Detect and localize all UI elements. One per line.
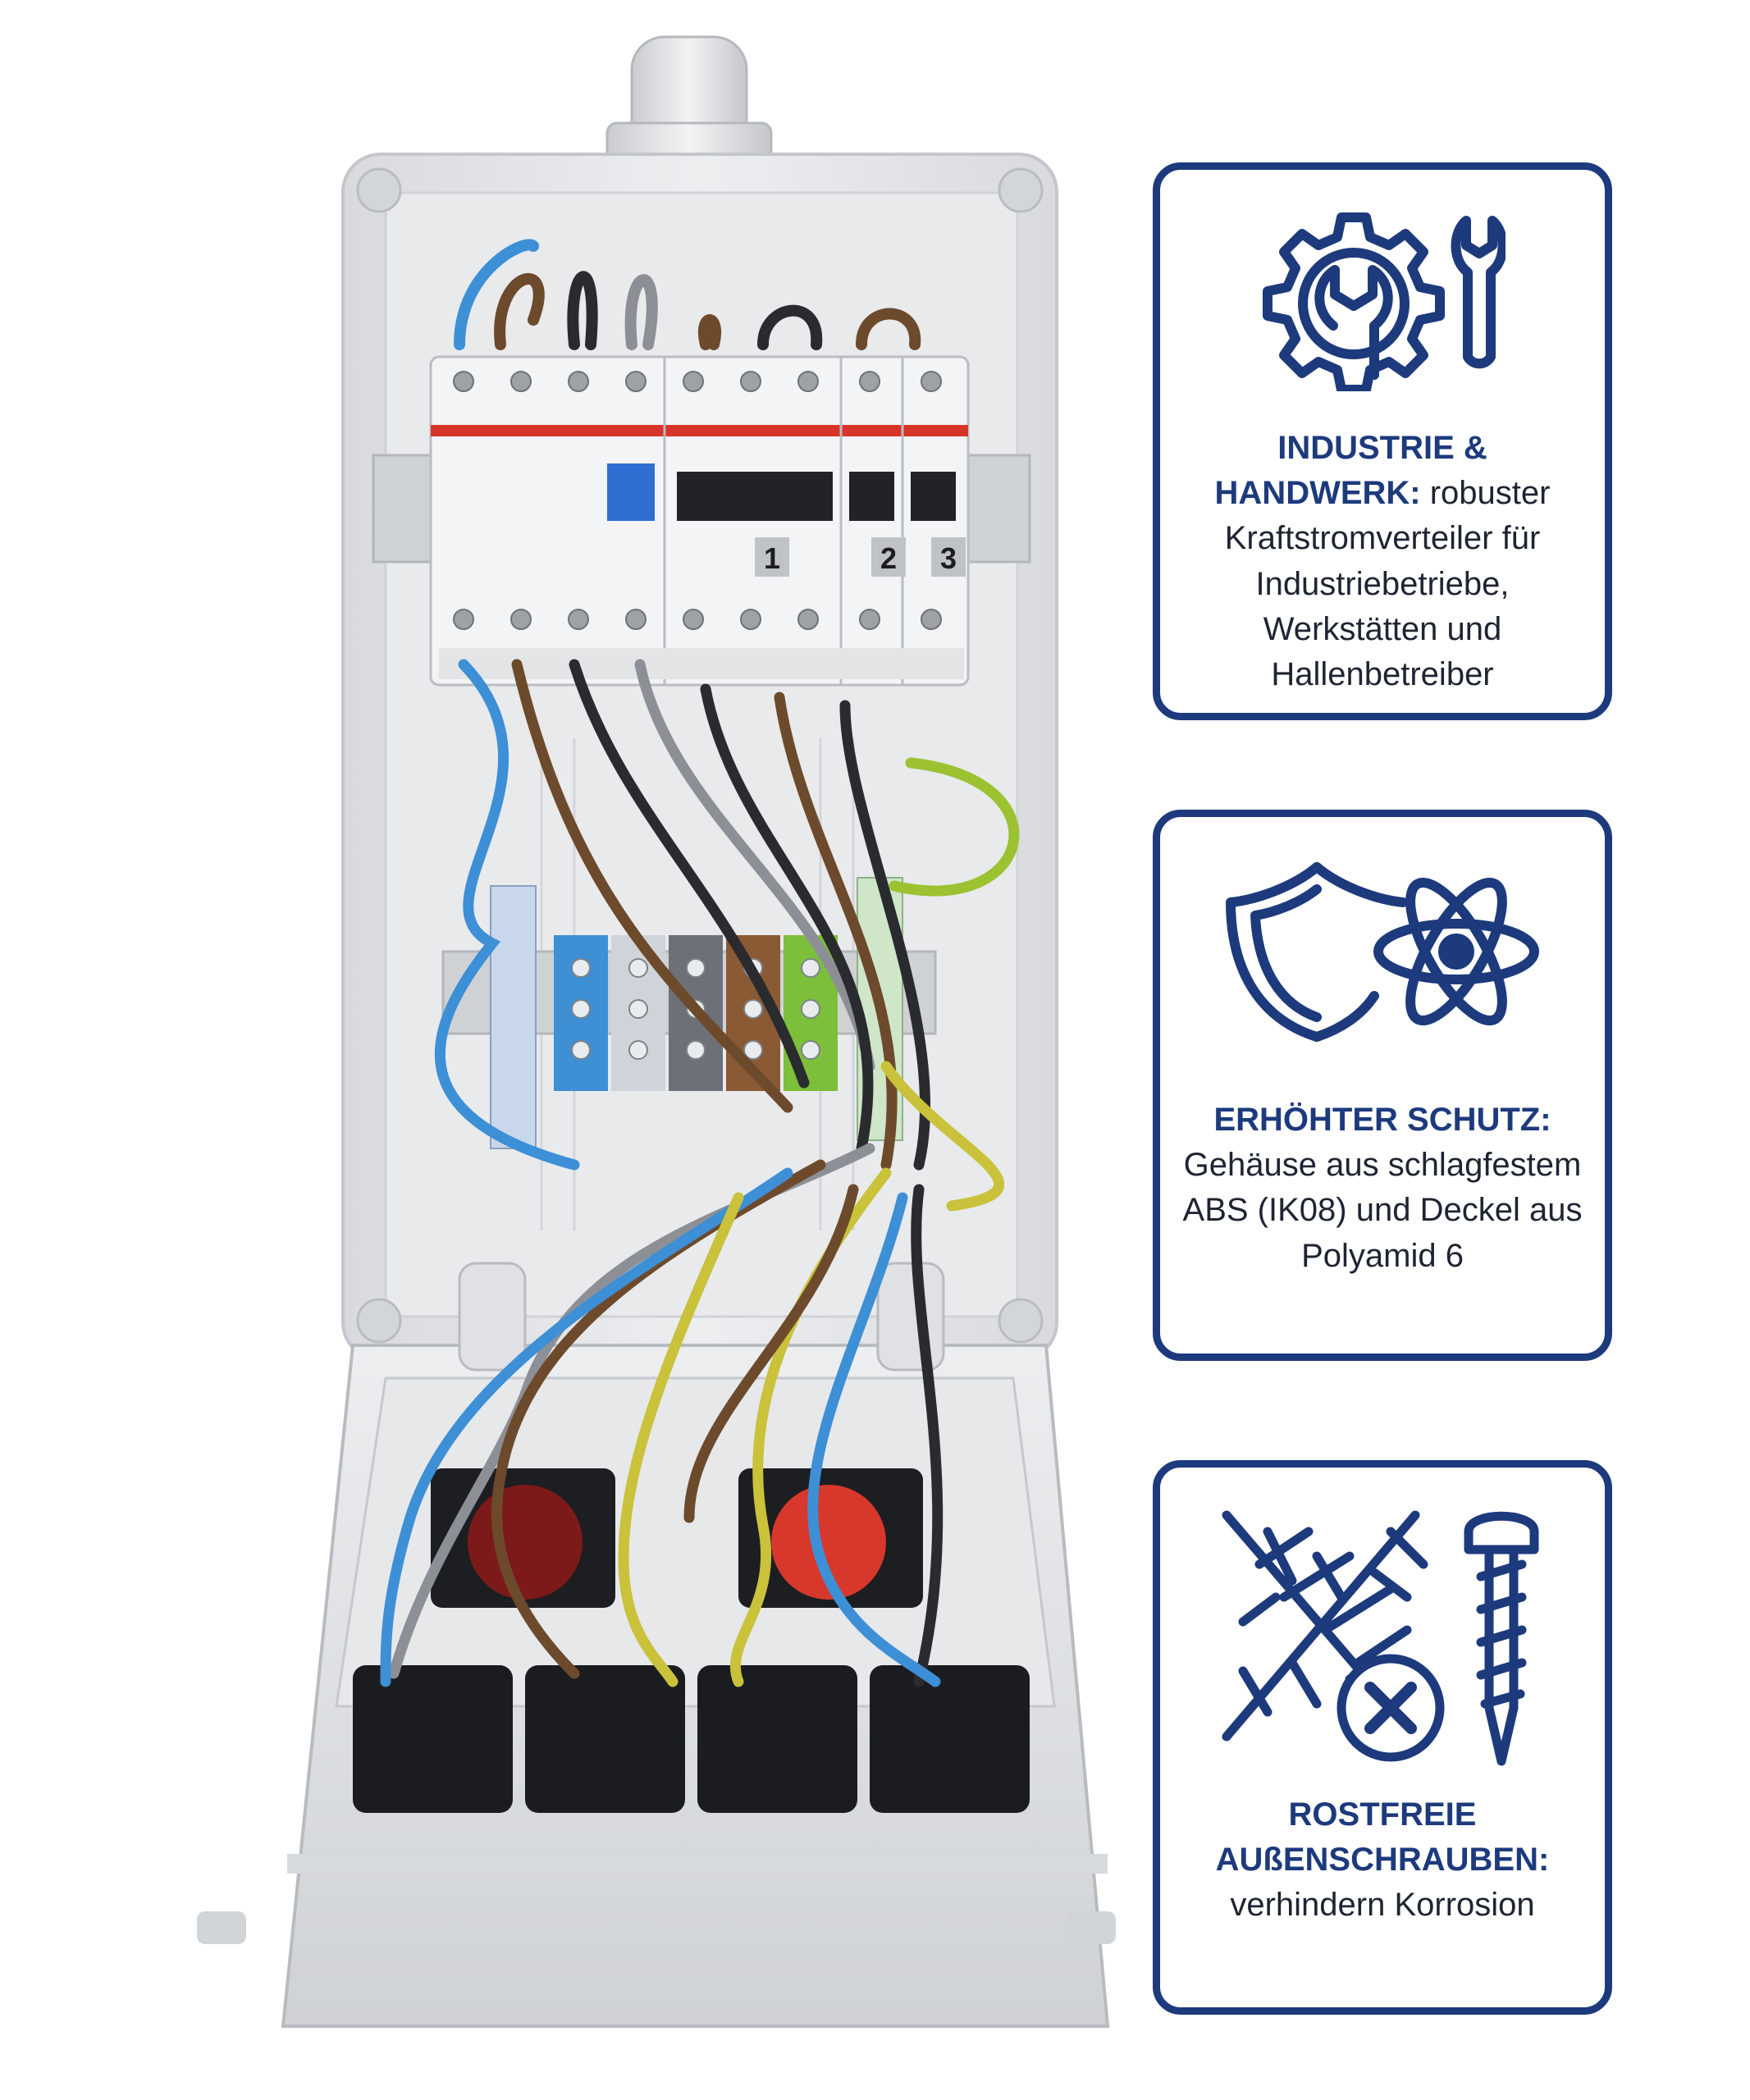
breaker-number: 2 <box>880 541 897 575</box>
feature-card-industry: INDUSTRIE & HANDWERK: robuster Kraftstro… <box>1153 162 1612 720</box>
gear-wrench-icon <box>1263 212 1506 391</box>
feature-title: ERHÖHTER SCHUTZ: <box>1213 1102 1551 1138</box>
terminal-blocks <box>490 877 903 1149</box>
feature-text: ROSTFREIE AUßENSCHRAUBEN: verhindern Kor… <box>1160 1792 1605 1929</box>
feature-description: robuster Kraftstromverteiler für Industr… <box>1224 475 1551 692</box>
feature-description: Gehäuse aus schlagfestem ABS (IK08) und … <box>1182 1147 1583 1274</box>
feature-card-screws: ROSTFREIE AUßENSCHRAUBEN: verhindern Kor… <box>1153 1460 1612 2015</box>
feature-text: INDUSTRIE & HANDWERK: robuster Kraftstro… <box>1160 426 1605 697</box>
sockets <box>353 1468 1030 1813</box>
distribution-box-photo: 1 2 3 <box>197 35 1116 2028</box>
shield-atom-icon <box>1226 862 1539 1042</box>
feature-text: ERHÖHTER SCHUTZ: Gehäuse aus schlagfeste… <box>1160 1098 1605 1279</box>
feature-card-protection: ERHÖHTER SCHUTZ: Gehäuse aus schlagfeste… <box>1153 810 1612 1361</box>
feature-description: verhindern Korrosion <box>1230 1887 1535 1924</box>
circuit-breakers: 1 2 3 <box>429 355 970 687</box>
feature-title: INDUSTRIE & HANDWERK: <box>1214 430 1487 512</box>
feature-title: ROSTFREIE AUßENSCHRAUBEN: <box>1215 1796 1550 1879</box>
no-rust-screw-icon <box>1222 1510 1539 1766</box>
breaker-number: 1 <box>764 541 780 575</box>
breaker-number: 3 <box>940 541 957 575</box>
